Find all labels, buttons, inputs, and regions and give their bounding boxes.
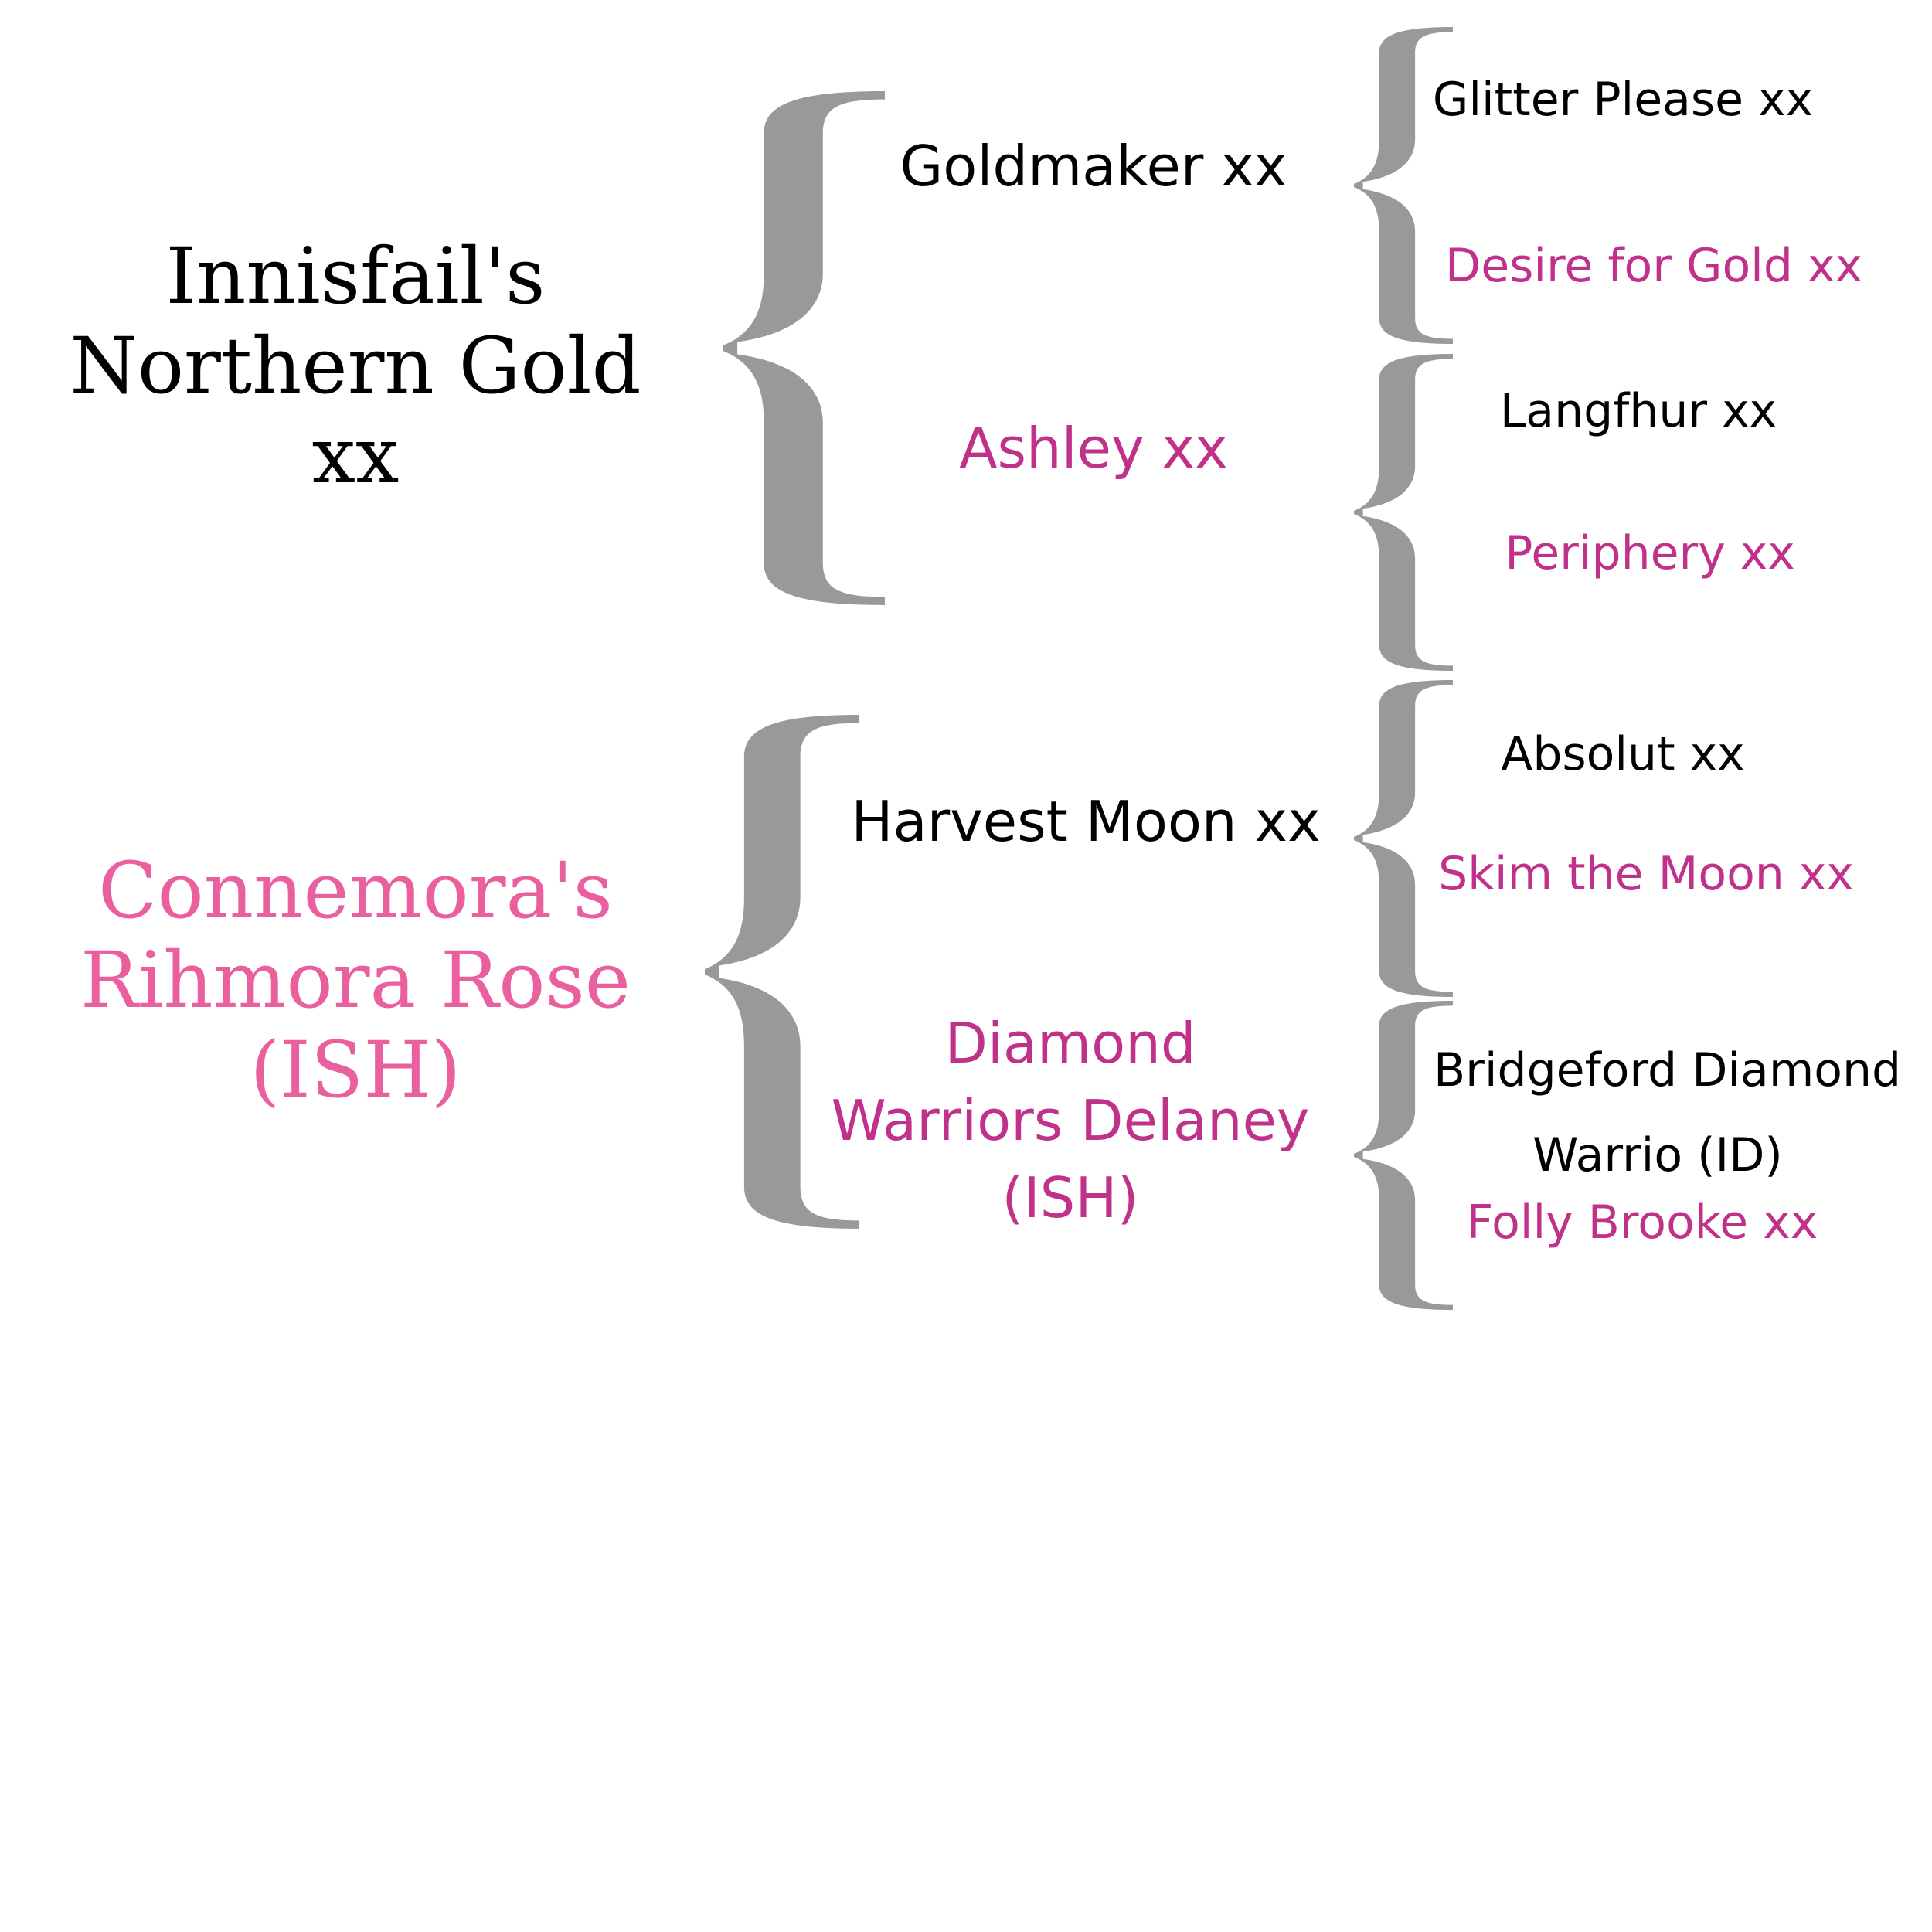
dam-name: Connemora's Rihmora Rose (ISH)	[46, 846, 665, 1115]
dam-name-line1: Connemora's	[98, 845, 613, 936]
dam-dam-name-line3: (ISH)	[1002, 1165, 1139, 1230]
dam-dam-name-line2: Warriors Delaney	[831, 1088, 1310, 1153]
brace-harvest-moon	[1354, 680, 1453, 997]
dam-dam-dam-name: Folly Brooke xx	[1466, 1196, 1818, 1250]
brace-ashley	[1354, 354, 1453, 671]
brace-goldmaker	[1354, 27, 1453, 344]
dam-dam-sire-name-line2: Warrio (ID)	[1532, 1128, 1783, 1182]
sire-name-line2: Northern Gold	[70, 321, 641, 411]
brace-dam-group	[705, 715, 859, 1229]
sire-sire-dam-name: Desire for Gold xx	[1445, 239, 1862, 293]
sire-name-line1: Innisfail's	[165, 231, 546, 321]
brace-diamond-warriors	[1354, 1001, 1453, 1310]
sire-sire-sire-name: Glitter Please xx	[1432, 73, 1814, 127]
dam-dam-sire-name-line1: Bridgeford Diamond	[1434, 1043, 1902, 1097]
dam-name-line2: Rihmora Rose	[80, 935, 631, 1026]
sire-sire-name: Goldmaker xx	[900, 134, 1287, 199]
dam-sire-dam-name: Skim the Moon xx	[1438, 847, 1854, 901]
sire-name: Innisfail's Northern Gold xx	[46, 232, 665, 501]
sire-dam-name: Ashley xx	[959, 416, 1228, 481]
sire-dam-dam-name: Periphery xx	[1505, 526, 1795, 580]
dam-dam-sire-name: Bridgeford Diamond Warrio (ID)	[1434, 1028, 1902, 1198]
dam-name-line3: (ISH)	[250, 1025, 461, 1115]
dam-dam-name: Diamond Warriors Delaney (ISH)	[819, 1005, 1321, 1236]
brace-sire-group	[723, 91, 885, 605]
dam-sire-sire-name: Absolut xx	[1501, 727, 1745, 781]
sire-name-line3: xx	[311, 410, 400, 501]
dam-dam-name-line1: Diamond	[944, 1011, 1196, 1076]
dam-sire-name: Harvest Moon xx	[851, 789, 1321, 854]
sire-dam-sire-name: Langfhur xx	[1499, 384, 1777, 438]
